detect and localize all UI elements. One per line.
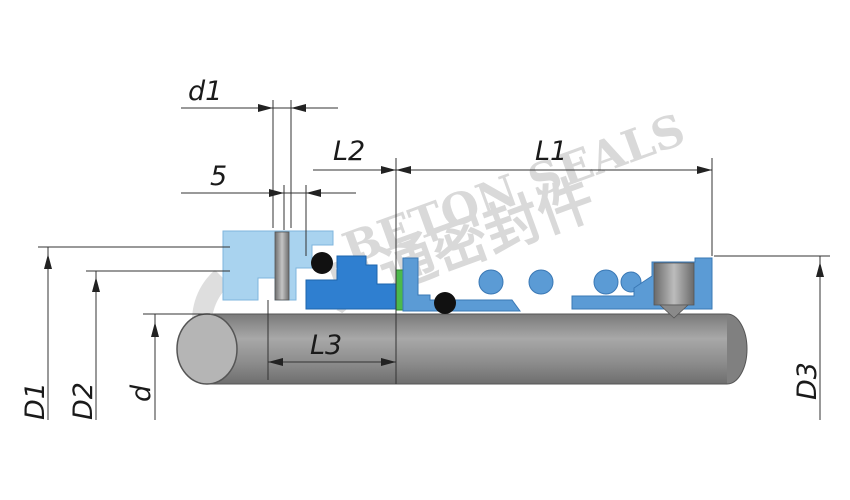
label-L2: L2 xyxy=(333,136,365,167)
shaft-end-face xyxy=(176,313,238,385)
rotating-face xyxy=(305,255,397,310)
dim-L3: L3 xyxy=(267,300,396,380)
dim-D3: D3 xyxy=(714,255,830,420)
dim-L2: L2 xyxy=(313,136,397,384)
drive-sleeve xyxy=(402,257,521,312)
dim-D2: D2 xyxy=(68,270,230,420)
dim-L1: L1 xyxy=(396,136,713,256)
label-d: d xyxy=(126,384,157,402)
label-D2: D2 xyxy=(68,382,99,420)
label-L3: L3 xyxy=(310,330,342,361)
label-L1: L1 xyxy=(535,136,567,167)
seat-o-ring xyxy=(311,252,333,274)
set-screw xyxy=(653,262,695,319)
anti-rotation-pin xyxy=(274,231,290,301)
dim-d1: d1 xyxy=(181,76,338,228)
dim-d: d xyxy=(126,313,210,420)
label-D1: D1 xyxy=(20,382,51,420)
sleeve-o-ring xyxy=(434,292,456,314)
shaft xyxy=(176,313,748,385)
label-D3: D3 xyxy=(792,362,823,400)
shaft-body xyxy=(207,314,727,384)
label-d1: d1 xyxy=(188,76,222,107)
dim-D1: D1 xyxy=(20,246,230,420)
spring xyxy=(478,269,642,295)
label-5: 5 xyxy=(210,161,227,192)
shaft-right-end xyxy=(726,313,748,385)
dim-5: 5 xyxy=(181,161,356,256)
